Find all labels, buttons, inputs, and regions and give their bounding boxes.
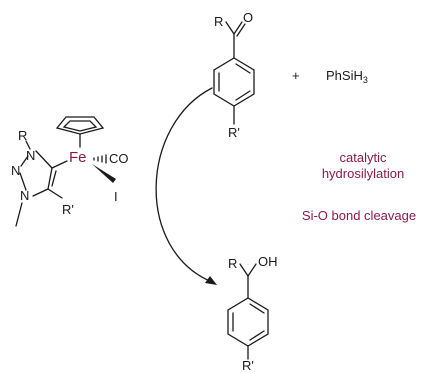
fe-co-hashed-bond [93, 154, 107, 164]
triazole-n1-label: N [26, 148, 35, 163]
phenylsilane-label: PhSiH3 [326, 68, 368, 85]
alcohol-benzene-ring [227, 297, 269, 347]
c-substituent-r-prime-label: R' [62, 202, 74, 217]
alcohol-r-prime-label: R' [242, 358, 254, 373]
ketone-substrate: R O R' [213, 10, 255, 140]
triazole-n3-label: N [20, 188, 29, 203]
ketone-r-label: R [214, 14, 223, 29]
iodide-ligand-label: I [114, 189, 118, 204]
ketone-r-prime-label: R' [228, 125, 240, 140]
triazole-n2-label: N [11, 163, 20, 178]
caption-si-o-cleavage: Si-O bond cleavage [302, 208, 416, 223]
iron-complex: Fe CO I N N N R R' [11, 116, 129, 227]
alcohol-r-label: R [228, 256, 237, 271]
n-substituent-r-label: R [18, 128, 27, 143]
caption-catalytic: catalytic [340, 150, 387, 165]
iron-atom-label: Fe [69, 149, 87, 166]
ketone-benzene-ring [213, 57, 255, 107]
fe-iodide-wedge-bond [92, 164, 116, 183]
ketone-oxygen-label: O [243, 10, 253, 25]
n-methyl-bond [15, 202, 23, 227]
plus-sign: + [292, 68, 300, 83]
silane-reagent: + PhSiH3 [292, 68, 368, 85]
triazole-ring [19, 150, 57, 197]
alcohol-oh-label: OH [258, 254, 278, 269]
caption-hydrosilylation: hydrosilylation [322, 166, 404, 181]
reaction-arrow [155, 87, 217, 285]
carbonyl-ligand-label: CO [109, 151, 129, 166]
cyclopentadienyl-ring [55, 116, 105, 148]
fe-carbene-bond [51, 160, 68, 169]
alcohol-product: R OH R' [227, 254, 278, 373]
